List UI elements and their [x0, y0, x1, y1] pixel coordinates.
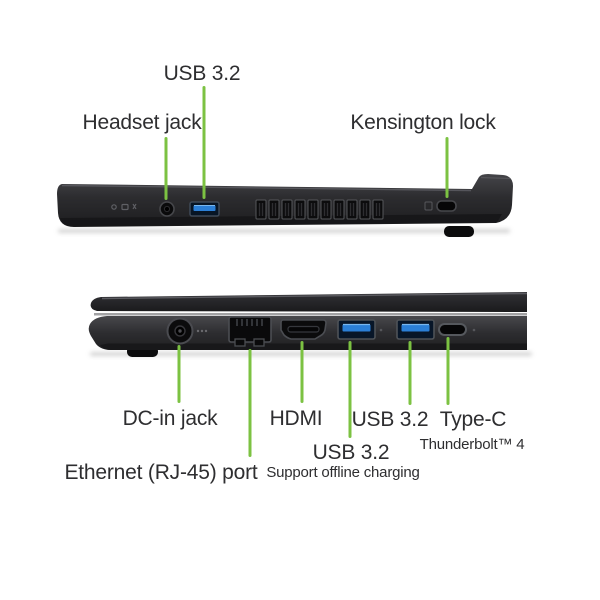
label-usb-left: USB 3.2	[312, 441, 390, 464]
headset-jack-port	[159, 201, 175, 217]
ethernet-port	[228, 316, 272, 347]
leader-line-hdmi	[300, 341, 304, 403]
leader-line-ethernet	[248, 349, 252, 457]
top-laptop-edge-highlight	[61, 184, 472, 192]
top-laptop-side-view	[57, 174, 513, 237]
leader-line-kensington-lock	[445, 137, 449, 198]
bottom-laptop-side-view	[88, 292, 532, 357]
bottom-laptop-lid-highlight	[101, 292, 528, 300]
usb-type-c-port	[438, 323, 476, 336]
top-laptop-hinge-highlight	[480, 176, 511, 180]
leader-line-usb-top	[202, 86, 206, 199]
top-laptop-rubber-foot	[444, 226, 474, 237]
label-thunderbolt: Thunderbolt™ 4	[419, 436, 525, 453]
leader-line-type-c	[446, 337, 450, 405]
label-usb-right: USB 3.2	[351, 408, 429, 431]
label-dc-in-jack: DC-in jack	[122, 407, 218, 430]
label-usb-top: USB 3.2	[163, 62, 241, 85]
top-laptop-shadow	[58, 229, 510, 233]
leader-line-dc-in	[177, 345, 181, 403]
hdmi-port	[280, 319, 327, 340]
usb-a-port-top	[189, 201, 220, 217]
leader-line-usb-left	[348, 341, 352, 438]
usb-a-port-left	[337, 319, 383, 340]
usb-a-port-right	[396, 319, 435, 340]
bottom-laptop-gap-line	[94, 313, 527, 316]
label-kensington-lock: Kensington lock	[350, 111, 496, 134]
leader-line-headset-jack	[164, 137, 168, 200]
label-type-c: Type-C	[439, 408, 507, 431]
bottom-laptop-shadow	[90, 352, 532, 356]
dc-in-icon	[196, 329, 208, 333]
bottom-laptop-bottom-band	[100, 343, 527, 350]
dc-in-port	[166, 317, 208, 345]
vent-grille	[255, 199, 384, 220]
bottom-laptop-lid	[90, 292, 527, 312]
label-hdmi: HDMI	[269, 407, 323, 430]
label-ethernet: Ethernet (RJ-45) port	[64, 461, 258, 484]
label-offline-charging: Support offline charging	[266, 464, 420, 481]
leader-line-usb-right	[408, 341, 412, 405]
label-headset-jack: Headset jack	[82, 111, 202, 134]
status-indicator-icons	[111, 203, 137, 211]
top-laptop-bottom-band	[60, 214, 502, 227]
kensington-lock-slot	[424, 200, 457, 212]
